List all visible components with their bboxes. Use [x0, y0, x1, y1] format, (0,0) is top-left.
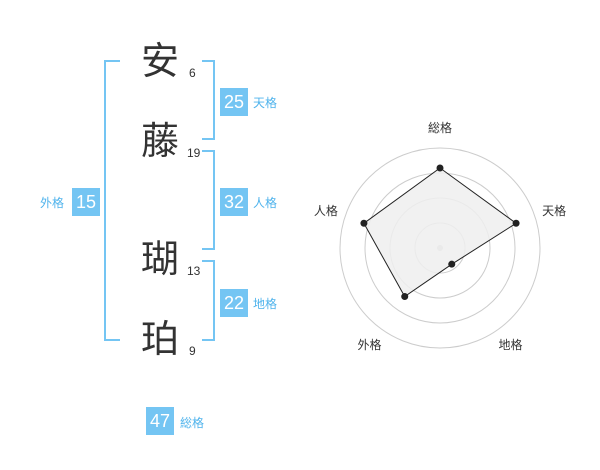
- name-char-3: 瑚: [141, 237, 180, 281]
- radar-axis-label: 総格: [428, 121, 453, 135]
- stroke-count-2: 19: [187, 146, 201, 160]
- tenkaku-label: 天格: [253, 96, 278, 110]
- radar-axis-label: 人格: [313, 203, 338, 218]
- gaikaku-value: 15: [72, 188, 100, 216]
- chikaku-value: 22: [220, 289, 248, 317]
- soukaku-label: 総格: [180, 416, 205, 430]
- gaikaku-label: 外格: [40, 196, 65, 210]
- jinkaku-bracket: [202, 150, 215, 250]
- radar-axis-label: 地格: [498, 338, 523, 353]
- soukaku-value: 47: [146, 407, 174, 435]
- tenkaku-value: 25: [220, 88, 248, 116]
- stroke-count-3: 13: [187, 264, 201, 278]
- radar-point-4: [360, 219, 368, 227]
- radar-point-0: [436, 164, 444, 172]
- jinkaku-label: 人格: [253, 196, 278, 210]
- chikaku-bracket: [202, 260, 215, 341]
- name-char-4: 珀: [141, 317, 180, 361]
- radar-polygon: [363, 167, 517, 298]
- radar-point-3: [401, 293, 409, 301]
- chikaku-label: 地格: [253, 297, 278, 311]
- radar-point-2: [448, 260, 456, 268]
- tenkaku-bracket: [202, 60, 215, 140]
- stroke-count-1: 6: [189, 66, 196, 80]
- radar-ring: [339, 147, 541, 349]
- gaikaku-bracket: [104, 60, 120, 341]
- radar-point-1: [512, 219, 520, 227]
- name-char-2: 藤: [141, 119, 180, 163]
- stroke-count-4: 9: [189, 344, 196, 358]
- radar-axis-label: 天格: [542, 203, 567, 218]
- radar-axis-label: 外格: [357, 338, 382, 353]
- jinkaku-value: 32: [220, 188, 248, 216]
- name-char-1: 安: [141, 39, 180, 83]
